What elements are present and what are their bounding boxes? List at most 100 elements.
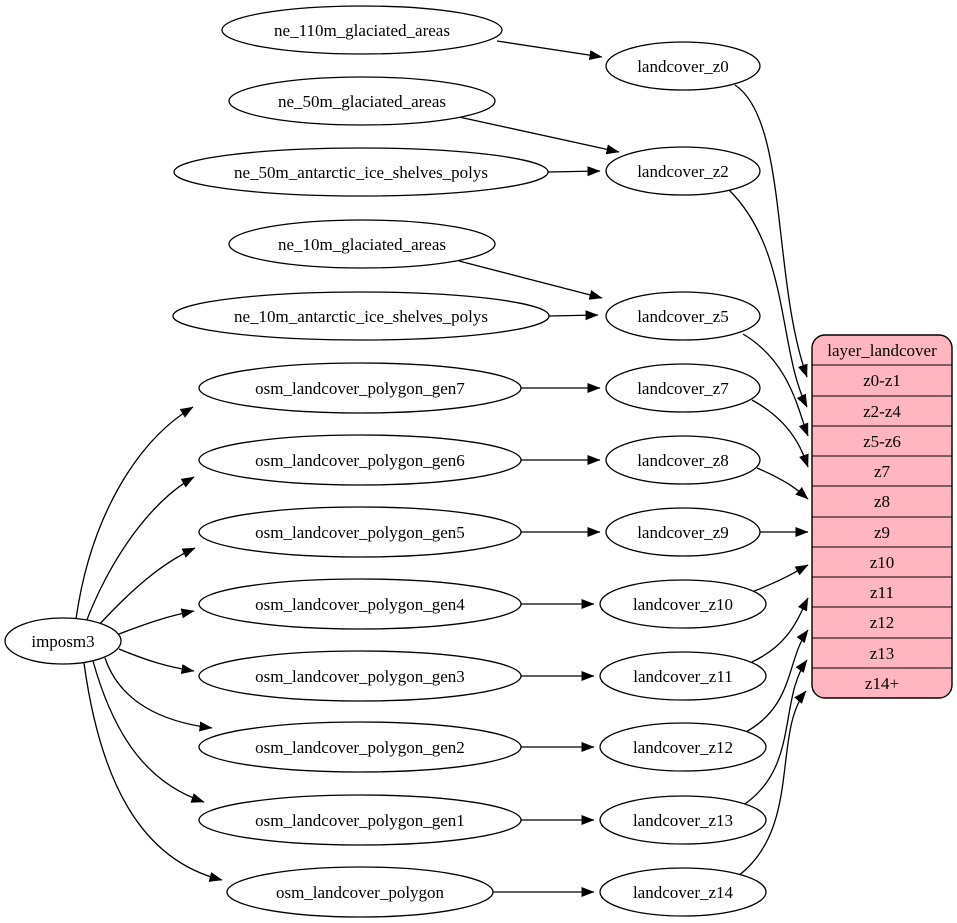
- node-ne-110m-glaciated-areas: ne_110m_glaciated_areas: [221, 5, 503, 55]
- record-layer-landcover: layer_landcover z0-z1 z2-z4 z5-z6 z7 z8 …: [811, 334, 953, 699]
- edge-ne10m-antarctic-to-z5: [548, 310, 599, 321]
- record-row-z5-z6: z5-z6: [863, 432, 901, 451]
- node-label: landcover_z11: [633, 667, 732, 686]
- node-imposm3-shape: [4, 617, 122, 665]
- node-imposm3-label: imposm3: [31, 632, 94, 651]
- node-shape: [599, 579, 767, 629]
- node-label: landcover_z10: [633, 595, 733, 614]
- node-osm-landcover-polygon-gen1: osm_landcover_polygon_gen1: [198, 794, 522, 846]
- edge-ne110m-to-z0: [496, 40, 603, 61]
- edge-z10-to-row-z10: [751, 564, 809, 593]
- node-label: osm_landcover_polygon_gen4: [255, 595, 465, 614]
- edge-imposm3-to-gen6: [85, 476, 195, 623]
- node-label: osm_landcover_polygon: [276, 883, 445, 902]
- record-row-z2-z4: z2-z4: [863, 402, 901, 421]
- edge-ne10m-to-z5: [458, 260, 603, 300]
- node-label: ne_50m_antarctic_ice_shelves_polys: [234, 163, 488, 182]
- record-row-z9: z9: [874, 523, 890, 542]
- edge-imposm3-to-gen3: [118, 648, 195, 675]
- node-label: osm_landcover_polygon_gen3: [255, 667, 465, 686]
- node-label: osm_landcover_polygon_gen2: [255, 738, 465, 757]
- node-landcover-z14: landcover_z14: [599, 867, 767, 917]
- node-shape: [605, 146, 761, 196]
- node-shape: [198, 721, 522, 773]
- node-label: landcover_z2: [637, 162, 729, 181]
- record-row-z0-z1: z0-z1: [863, 371, 901, 390]
- node-landcover-z11: landcover_z11: [599, 651, 767, 701]
- node-osm-landcover-polygon: osm_landcover_polygon: [226, 866, 494, 918]
- record-row-z11: z11: [870, 583, 894, 602]
- edge-z0-to-row-z0-z1: [734, 84, 808, 378]
- node-label: osm_landcover_polygon_gen1: [255, 811, 465, 830]
- node-osm-landcover-polygon-gen2: osm_landcover_polygon_gen2: [198, 721, 522, 773]
- node-imposm3: imposm3: [4, 617, 122, 665]
- node-shape: [198, 794, 522, 846]
- edge-z13-to-row-z13: [741, 659, 808, 807]
- node-label: landcover_z8: [637, 451, 729, 470]
- node-landcover-z9: landcover_z9: [605, 507, 761, 557]
- node-landcover-z13: landcover_z13: [599, 795, 767, 845]
- node-label: ne_50m_glaciated_areas: [278, 92, 446, 111]
- edge-ne50m-antarctic-to-z2: [547, 166, 601, 177]
- node-label: landcover_z0: [637, 57, 729, 76]
- node-shape: [228, 76, 496, 126]
- node-label: ne_110m_glaciated_areas: [274, 21, 450, 40]
- node-ne-50m-antarctic-ice-shelves-polys: ne_50m_antarctic_ice_shelves_polys: [173, 147, 549, 197]
- node-ne-10m-antarctic-ice-shelves-polys: ne_10m_antarctic_ice_shelves_polys: [172, 291, 550, 341]
- node-landcover-z7: landcover_z7: [605, 363, 761, 413]
- node-shape: [605, 41, 761, 91]
- node-shape: [226, 866, 494, 918]
- record-row-z7: z7: [874, 462, 891, 481]
- edge-imposm3-to-gen5: [96, 547, 196, 628]
- record-row-z12: z12: [870, 613, 895, 632]
- record-row-z10: z10: [870, 553, 895, 572]
- edge-imposm3-to-polygon: [83, 662, 223, 882]
- node-shape: [599, 651, 767, 701]
- node-label: ne_10m_antarctic_ice_shelves_polys: [234, 307, 488, 326]
- node-osm-landcover-polygon-gen6: osm_landcover_polygon_gen6: [198, 434, 522, 486]
- node-shape: [605, 507, 761, 557]
- node-label: landcover_z13: [633, 811, 733, 830]
- node-label: osm_landcover_polygon_gen7: [255, 379, 465, 398]
- node-label: landcover_z12: [633, 738, 733, 757]
- node-shape: [198, 434, 522, 486]
- record-row-z13: z13: [870, 644, 895, 663]
- edge-z7-to-row-z7: [751, 399, 809, 468]
- node-label: osm_landcover_polygon_gen5: [255, 523, 465, 542]
- node-shape: [198, 506, 522, 558]
- node-shape: [228, 219, 496, 269]
- node-osm-landcover-polygon-gen7: osm_landcover_polygon_gen7: [198, 362, 522, 414]
- edge-imposm3-to-gen4: [118, 608, 195, 635]
- edge-z12-to-row-z12: [743, 629, 809, 734]
- node-landcover-z8: landcover_z8: [605, 435, 761, 485]
- edge-z11-to-row-z11: [751, 597, 809, 663]
- node-landcover-z0: landcover_z0: [605, 41, 761, 91]
- edge-imposm3-to-gen2: [104, 657, 213, 732]
- node-landcover-z5: landcover_z5: [605, 291, 761, 341]
- record-row-z14plus: z14+: [865, 674, 899, 693]
- node-label: landcover_z14: [633, 883, 734, 902]
- record-row-z8: z8: [874, 492, 890, 511]
- node-osm-landcover-polygon-gen5: osm_landcover_polygon_gen5: [198, 506, 522, 558]
- node-landcover-z10: landcover_z10: [599, 579, 767, 629]
- edge-imposm3-to-gen1: [92, 660, 205, 803]
- node-shape: [198, 650, 522, 702]
- node-shape: [605, 435, 761, 485]
- node-label: ne_10m_glaciated_areas: [278, 235, 446, 254]
- node-shape: [198, 578, 522, 630]
- node-shape: [605, 363, 761, 413]
- node-shape: [605, 291, 761, 341]
- node-ne-10m-glaciated-areas: ne_10m_glaciated_areas: [228, 219, 496, 269]
- node-shape: [198, 362, 522, 414]
- edge-z8-to-row-z8: [756, 467, 809, 500]
- node-label: osm_landcover_polygon_gen6: [255, 451, 465, 470]
- node-shape: [599, 722, 767, 772]
- edge-imposm3-to-gen7: [75, 406, 194, 620]
- node-shape: [221, 5, 503, 55]
- edge-z2-to-row-z2-z4: [728, 189, 808, 408]
- node-shape: [599, 867, 767, 917]
- node-shape: [599, 795, 767, 845]
- record-title: layer_landcover: [827, 341, 937, 360]
